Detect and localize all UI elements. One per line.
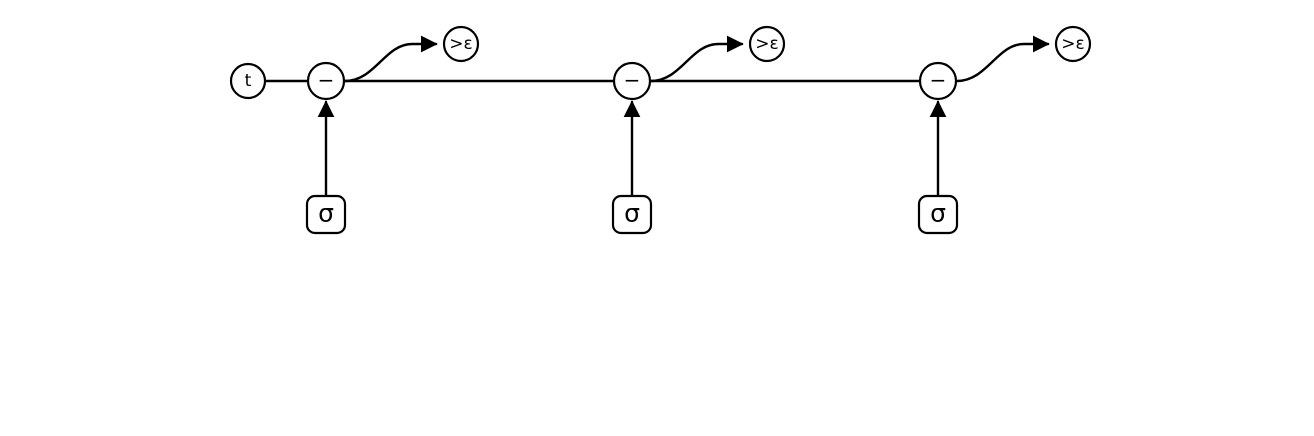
sigma-box-2 bbox=[611, 194, 653, 235]
output-node-3 bbox=[1054, 25, 1092, 63]
sigma-box-1 bbox=[305, 194, 347, 235]
input-node: t bbox=[229, 62, 267, 100]
sigma-label-3: σ bbox=[930, 199, 946, 228]
input-node-label: t bbox=[245, 71, 252, 91]
subtract-node-1 bbox=[306, 61, 346, 101]
output-curve-1 bbox=[343, 35, 438, 83]
output-node-2 bbox=[748, 25, 786, 63]
output-node-1 bbox=[442, 25, 480, 63]
subtract-node-2 bbox=[612, 61, 652, 101]
subtract-node-3 bbox=[918, 61, 958, 101]
output-label-1: >ε bbox=[449, 34, 472, 54]
stage-2: − σ >ε bbox=[611, 25, 786, 235]
stage-3: − σ >ε bbox=[917, 25, 1092, 235]
stage-1: − σ >ε bbox=[305, 25, 480, 235]
subtract-label-3: − bbox=[930, 68, 947, 92]
output-curve-3 bbox=[955, 35, 1050, 83]
subtract-label-2: − bbox=[624, 68, 641, 92]
output-label-2: >ε bbox=[755, 34, 778, 54]
sigma-label-1: σ bbox=[318, 199, 334, 228]
sigma-label-2: σ bbox=[624, 199, 640, 228]
output-curve-2 bbox=[649, 35, 744, 83]
sigma-box-3 bbox=[917, 194, 959, 235]
output-label-3: >ε bbox=[1061, 34, 1084, 54]
subtract-label-1: − bbox=[318, 68, 335, 92]
